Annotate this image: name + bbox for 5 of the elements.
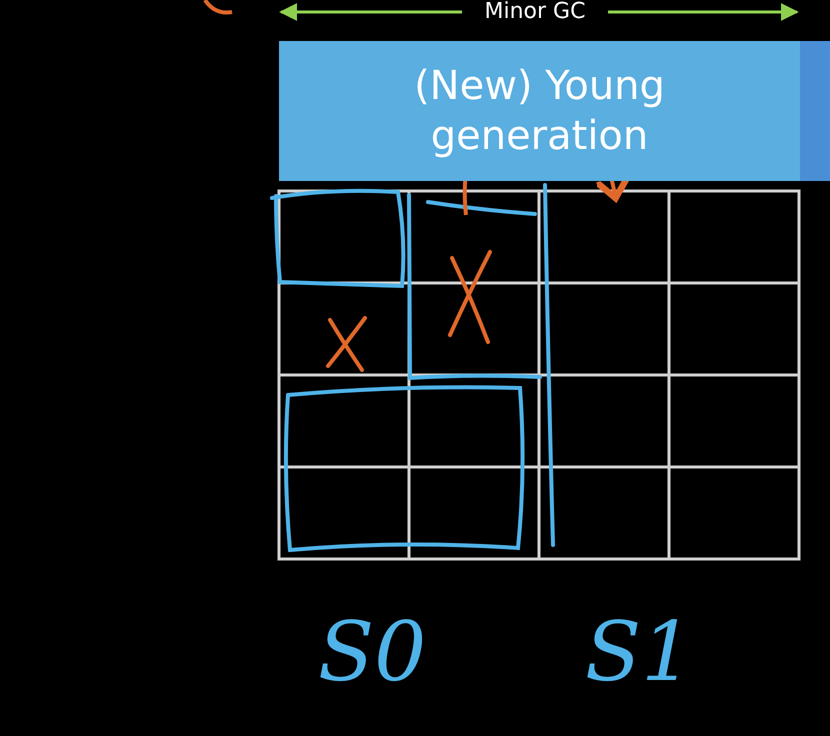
handwritten-label: S0: [318, 605, 426, 700]
memory-region-band: [279, 41, 830, 181]
region-title: (New) Young generation: [413, 62, 666, 161]
handwritten-label: S1: [585, 605, 694, 700]
dimension-label: Minor GC: [484, 0, 586, 24]
